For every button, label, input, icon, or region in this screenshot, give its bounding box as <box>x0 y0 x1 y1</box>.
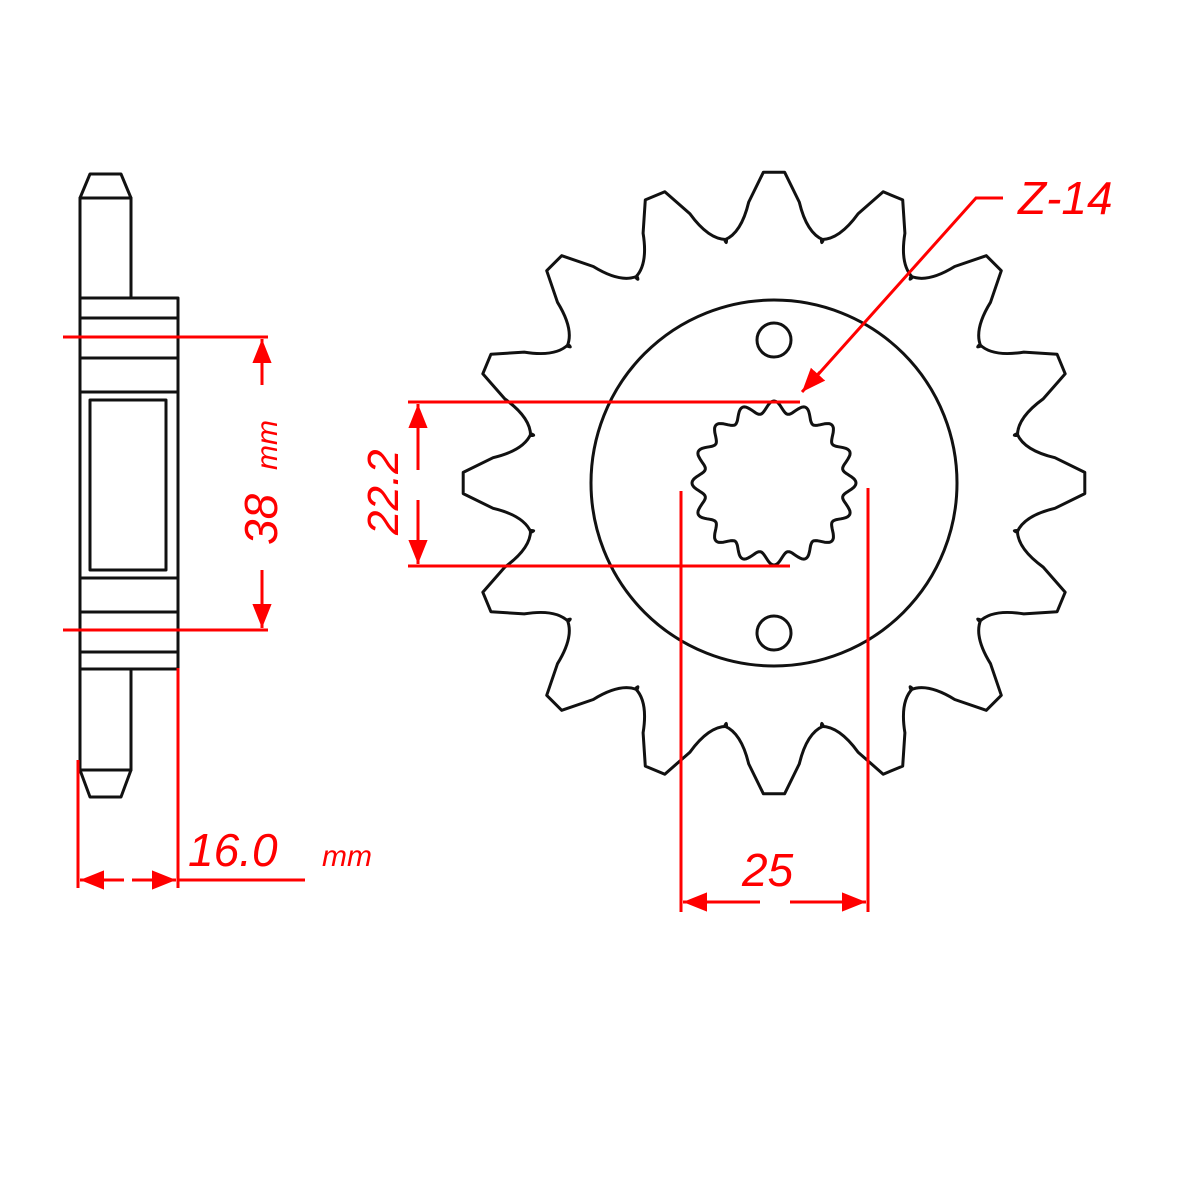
bolt-circle-unit: mm <box>251 420 284 470</box>
upper-bolt-hole <box>755 321 793 359</box>
spline-width-dimension: 25 <box>679 488 870 912</box>
side-section-view <box>78 172 180 799</box>
thickness-dimension: 16.0 mm <box>76 668 372 890</box>
top-tooth-profile <box>78 172 133 200</box>
lower-bore-section <box>78 576 180 614</box>
teeth-count-callout: Z-14 <box>800 172 1113 394</box>
lower-body-section <box>78 667 133 772</box>
upper-hub-section <box>78 296 180 320</box>
bolt-circle-dimension: 38 mm <box>63 335 287 632</box>
spline-diameter-value: 22.2 <box>359 449 408 536</box>
front-view <box>461 170 1087 796</box>
bolt-circle-value: 38 <box>235 493 287 545</box>
bottom-tooth-profile <box>78 768 133 799</box>
upper-body-section <box>78 196 133 300</box>
lower-hub-section <box>78 650 180 671</box>
bore-inner-rect <box>88 398 168 572</box>
thickness-value: 16.0 <box>188 824 278 876</box>
bore-cavity <box>78 390 180 580</box>
lower-bolt-hole <box>755 614 793 652</box>
hub-circle <box>589 298 959 668</box>
spline-bore-outline <box>690 399 858 567</box>
teeth-count-label: Z-14 <box>1017 172 1113 224</box>
spline-diameter-dimension: 22.2 <box>359 400 800 568</box>
lower-bolt-hole-band <box>78 610 180 654</box>
thickness-unit: mm <box>322 840 372 873</box>
sprocket-tooth-outline <box>461 170 1087 796</box>
spline-width-value: 25 <box>741 844 794 896</box>
upper-bore-section <box>78 356 180 394</box>
